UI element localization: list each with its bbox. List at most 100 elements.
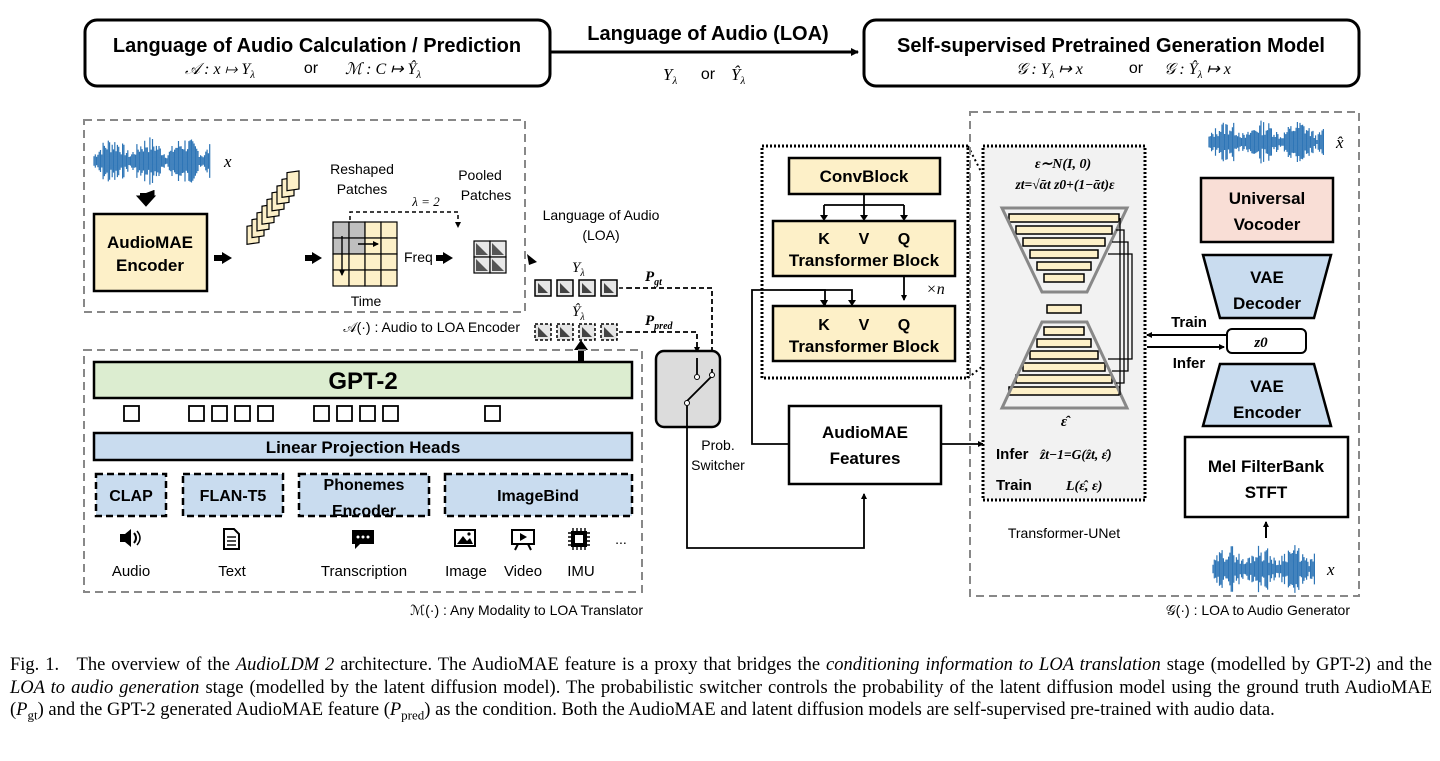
unet-decoder-outline bbox=[999, 320, 1130, 410]
modality-audio: Audio bbox=[112, 563, 150, 580]
document-icon bbox=[223, 528, 240, 550]
embedding-token bbox=[123, 405, 140, 422]
time-label: Time bbox=[351, 293, 382, 309]
train-label: Train bbox=[996, 477, 1032, 494]
top-right-or: or bbox=[1129, 60, 1144, 77]
grid-cell bbox=[364, 221, 382, 239]
kvq-v-2: V bbox=[859, 317, 870, 334]
unet-caption: Transformer-UNet bbox=[1008, 525, 1120, 541]
svg-text:ℳ : C ↦ Ŷλ: ℳ : C ↦ Ŷλ bbox=[345, 59, 421, 81]
modality-imu: IMU bbox=[567, 563, 595, 580]
top-center-y: Y bbox=[663, 65, 674, 84]
caption-segment: Fig. 1. The overview of the bbox=[10, 655, 236, 675]
loa-token-shade bbox=[604, 283, 614, 293]
lambda-sub: λ bbox=[579, 312, 585, 323]
mel-2: STFT bbox=[1245, 483, 1288, 502]
loa-token-shade bbox=[604, 327, 614, 337]
top-left-formula-a: 𝒜 : x ↦ Y bbox=[185, 61, 252, 78]
speech-bubble-icon bbox=[352, 530, 374, 549]
gpt2-label: GPT-2 bbox=[328, 368, 397, 395]
embedding-token bbox=[359, 405, 376, 422]
unet-decoder-layer bbox=[1036, 338, 1092, 348]
lambda-eq-label: λ = 2 bbox=[411, 194, 440, 209]
loa-pred-token-row bbox=[534, 323, 627, 341]
lambda-sub: λ bbox=[671, 75, 677, 87]
figure-caption: Fig. 1. The overview of the AudioLDM 2 a… bbox=[10, 654, 1432, 722]
reshaped-patches-grid bbox=[332, 221, 398, 287]
embedding-token bbox=[382, 405, 399, 422]
module-imagebind: ImageBind bbox=[497, 488, 579, 505]
generator-x-label: x bbox=[1326, 560, 1335, 579]
any-modality-translator-region: GPT-2 Linear Projection Heads CLAP FLAN-… bbox=[83, 349, 643, 618]
loa-yhat-lambda: Ŷ bbox=[572, 303, 582, 320]
loa-gt-token-row bbox=[534, 279, 627, 297]
switcher-label-1: Prob. bbox=[701, 437, 734, 453]
transformer-stack: ConvBlock K V Q Transformer Block ×n K V… bbox=[760, 144, 1049, 380]
modality-transcription: Transcription bbox=[321, 563, 407, 580]
loa-tokens: Language of Audio (LOA) Yλ Ŷλ Pgt Ppred bbox=[534, 207, 715, 369]
svg-text:Ŷλ: Ŷλ bbox=[731, 65, 745, 87]
unet-encoder-layer bbox=[1022, 237, 1106, 247]
infer-label: Infer bbox=[996, 446, 1029, 463]
top-right-formula-1a: 𝒢 : Y bbox=[1016, 61, 1052, 78]
unet-encoder-layer bbox=[1029, 249, 1099, 259]
caption-segment: pred bbox=[401, 707, 425, 723]
xhat-label: x̂ bbox=[1335, 133, 1344, 152]
grid-cell bbox=[348, 237, 366, 255]
pooled-label-1: Pooled bbox=[458, 167, 502, 183]
convblock-label: ConvBlock bbox=[820, 167, 909, 186]
freq-label: Freq bbox=[404, 249, 433, 265]
waveform-trace bbox=[93, 137, 211, 185]
waveform-trace bbox=[1212, 545, 1315, 593]
kvq-v-1: V bbox=[859, 231, 870, 248]
embedding-token bbox=[188, 405, 205, 422]
p-gt-label: P bbox=[645, 269, 655, 285]
caption-segment: gt bbox=[27, 707, 38, 723]
svg-text:Yλ: Yλ bbox=[663, 65, 677, 87]
infer-formula: ẑt−1=G(ẑt, ε̂) bbox=[1039, 447, 1112, 462]
lambda-sub: λ bbox=[739, 75, 745, 87]
audio-to-loa-encoder-region: x AudioMAE Encoder Reshaped Patches Freq… bbox=[83, 119, 526, 335]
patch bbox=[286, 170, 300, 192]
chip-icon bbox=[568, 528, 590, 550]
x-label: x bbox=[223, 152, 232, 171]
p-pred-sub: pred bbox=[653, 321, 673, 332]
embedding-token bbox=[313, 405, 330, 422]
vae-decoder-2: Decoder bbox=[1233, 294, 1301, 313]
embedding-token bbox=[484, 405, 501, 422]
svg-text:Yλ: Yλ bbox=[572, 260, 585, 279]
modality-image: Image bbox=[445, 563, 487, 580]
switcher-label-2: Switcher bbox=[691, 457, 745, 473]
kvq-k-2: K bbox=[818, 317, 830, 334]
pooled-shade bbox=[492, 259, 504, 271]
grid-cell bbox=[364, 237, 382, 255]
caption-segment: P bbox=[389, 700, 402, 720]
loa-label-2: (LOA) bbox=[582, 227, 619, 243]
generator-caption: 𝒢(·) : LOA to Audio Generator bbox=[1166, 602, 1351, 618]
encoder-caption: 𝒜(·) : Audio to LOA Encoder bbox=[343, 319, 520, 335]
embedding-token bbox=[336, 405, 353, 422]
top-center-or: or bbox=[701, 66, 716, 83]
output-waveform-icon bbox=[1208, 120, 1324, 164]
pooled-shade bbox=[476, 243, 488, 255]
infer-arrow-label: Infer bbox=[1173, 355, 1206, 372]
caption-segment: ) as the condition. Both the AudioMAE an… bbox=[424, 700, 1275, 720]
unet-decoder-layer bbox=[1008, 386, 1120, 396]
vae-encoder-2: Encoder bbox=[1233, 403, 1301, 422]
input-waveform-icon bbox=[1212, 545, 1315, 593]
grid-cell bbox=[364, 269, 382, 287]
top-right-title: Self-supervised Pretrained Generation Mo… bbox=[897, 35, 1325, 57]
loa-token-shade bbox=[560, 283, 570, 293]
transformer-block-2: Transformer Block bbox=[789, 337, 940, 356]
probability-switcher: Prob. Switcher bbox=[654, 349, 745, 473]
svg-text:𝒢 : Ŷλ ↦ x: 𝒢 : Ŷλ ↦ x bbox=[1164, 59, 1231, 81]
p-pred-label: P bbox=[645, 313, 655, 329]
mel-1: Mel FilterBank bbox=[1208, 457, 1325, 476]
lambda-sub: λ bbox=[1049, 69, 1055, 81]
caption-segment: LOA to audio generation bbox=[10, 677, 200, 698]
top-center-title: Language of Audio (LOA) bbox=[587, 23, 828, 45]
translator-caption: ℳ(·) : Any Modality to LOA Translator bbox=[410, 602, 643, 618]
caption-segment: conditioning information to LOA translat… bbox=[826, 655, 1161, 675]
unet-encoder-outline bbox=[999, 206, 1130, 294]
grid-cell bbox=[348, 253, 366, 271]
